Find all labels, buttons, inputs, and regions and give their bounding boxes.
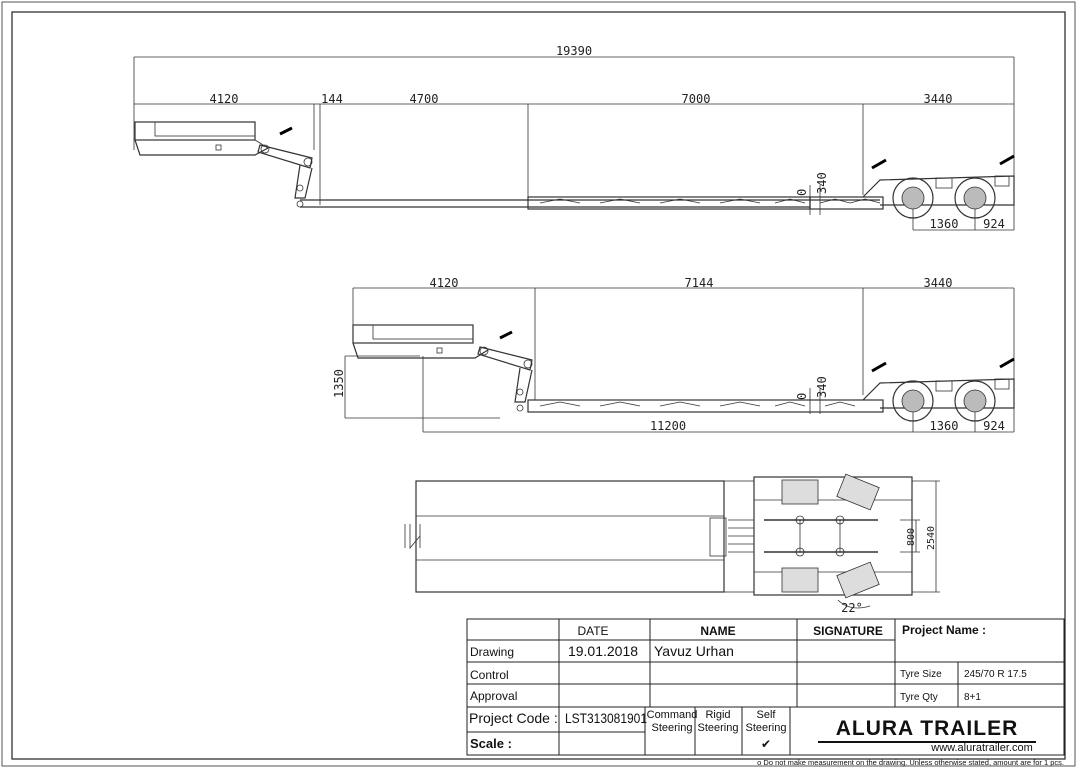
dim-axle-spacing: 1360 — [930, 217, 959, 231]
col-name: NAME — [700, 624, 735, 638]
col-signature: SIGNATURE — [813, 624, 883, 638]
brand-logo: ALURA TRAILER — [836, 717, 1019, 740]
steering-command-1: Command — [647, 709, 698, 721]
dim-width: 2540 — [926, 526, 937, 550]
dim-gooseneck-length: 4120 — [210, 92, 239, 106]
website: www.aluratrailer.com — [930, 742, 1032, 754]
dim-zero: 0 — [795, 189, 809, 196]
steering-self-2: Steering — [746, 722, 787, 734]
tyre-qty-label: Tyre Qty — [900, 692, 938, 703]
inner-frame — [11, 11, 1066, 760]
drawing-date: 19.01.2018 — [568, 643, 638, 659]
dim-rear-overhang: 924 — [983, 217, 1005, 231]
dim-rear-length: 3440 — [924, 92, 953, 106]
side-view-extended-labels: 19390 4120 144 4700 7000 3440 340 0 1360… — [210, 44, 1005, 231]
title-block-text: DATE NAME SIGNATURE Project Name : Drawi… — [469, 623, 1064, 767]
footer-note: o Do not make measurement on the drawing… — [757, 758, 1064, 767]
col-date: DATE — [577, 624, 608, 638]
steering-self-1: Self — [757, 709, 777, 721]
plan-view-labels: 2540 800 22° — [841, 526, 937, 615]
side-view-retracted-labels: 4120 7144 3440 1350 11200 340 0 1360 924 — [332, 276, 1005, 433]
dim-deck-length: 7000 — [682, 92, 711, 106]
self-steering-check-icon: ✔ — [761, 737, 771, 751]
scale-label: Scale : — [470, 736, 512, 751]
steering-rigid-1: Rigid — [705, 709, 730, 721]
tyre-qty-value: 8+1 — [964, 692, 981, 703]
side-view-retracted — [344, 287, 1015, 433]
dim-steer-angle: 22° — [841, 601, 863, 615]
tyre-size-value: 245/70 R 17.5 — [964, 669, 1027, 680]
dim-rear-length-mid: 3440 — [924, 276, 953, 290]
tyre-size-label: Tyre Size — [900, 669, 942, 680]
dim-zero-mid: 0 — [795, 393, 809, 400]
dim-retracted-length: 11200 — [650, 419, 686, 433]
project-name-label: Project Name : — [902, 623, 986, 637]
dim-340-vertical: 340 — [815, 172, 829, 194]
steering-rigid-2: Steering — [698, 722, 739, 734]
project-code-label: Project Code : — [469, 710, 558, 726]
dim-rear-overhang-mid: 924 — [983, 419, 1005, 433]
title-block — [466, 618, 1065, 756]
plan-view — [404, 473, 940, 609]
dim-axle-spacing-mid: 1360 — [930, 419, 959, 433]
dim-overall-length: 19390 — [556, 44, 592, 58]
dim-deck-length-mid: 7144 — [685, 276, 714, 290]
row-drawing: Drawing — [470, 645, 514, 659]
drawing-name: Yavuz Urhan — [654, 643, 734, 659]
steering-command-2: Steering — [652, 722, 693, 734]
dim-extension-length: 4700 — [410, 92, 439, 106]
row-approval: Approval — [470, 689, 517, 703]
dim-144: 144 — [321, 92, 343, 106]
project-code-value: LST313081901 — [565, 710, 647, 726]
side-view-extended — [133, 56, 1015, 231]
dim-gooseneck-length-mid: 4120 — [430, 276, 459, 290]
dim-height: 1350 — [332, 369, 346, 398]
row-control: Control — [470, 668, 509, 682]
dim-track: 800 — [906, 528, 917, 546]
dim-340-vertical-mid: 340 — [815, 376, 829, 398]
